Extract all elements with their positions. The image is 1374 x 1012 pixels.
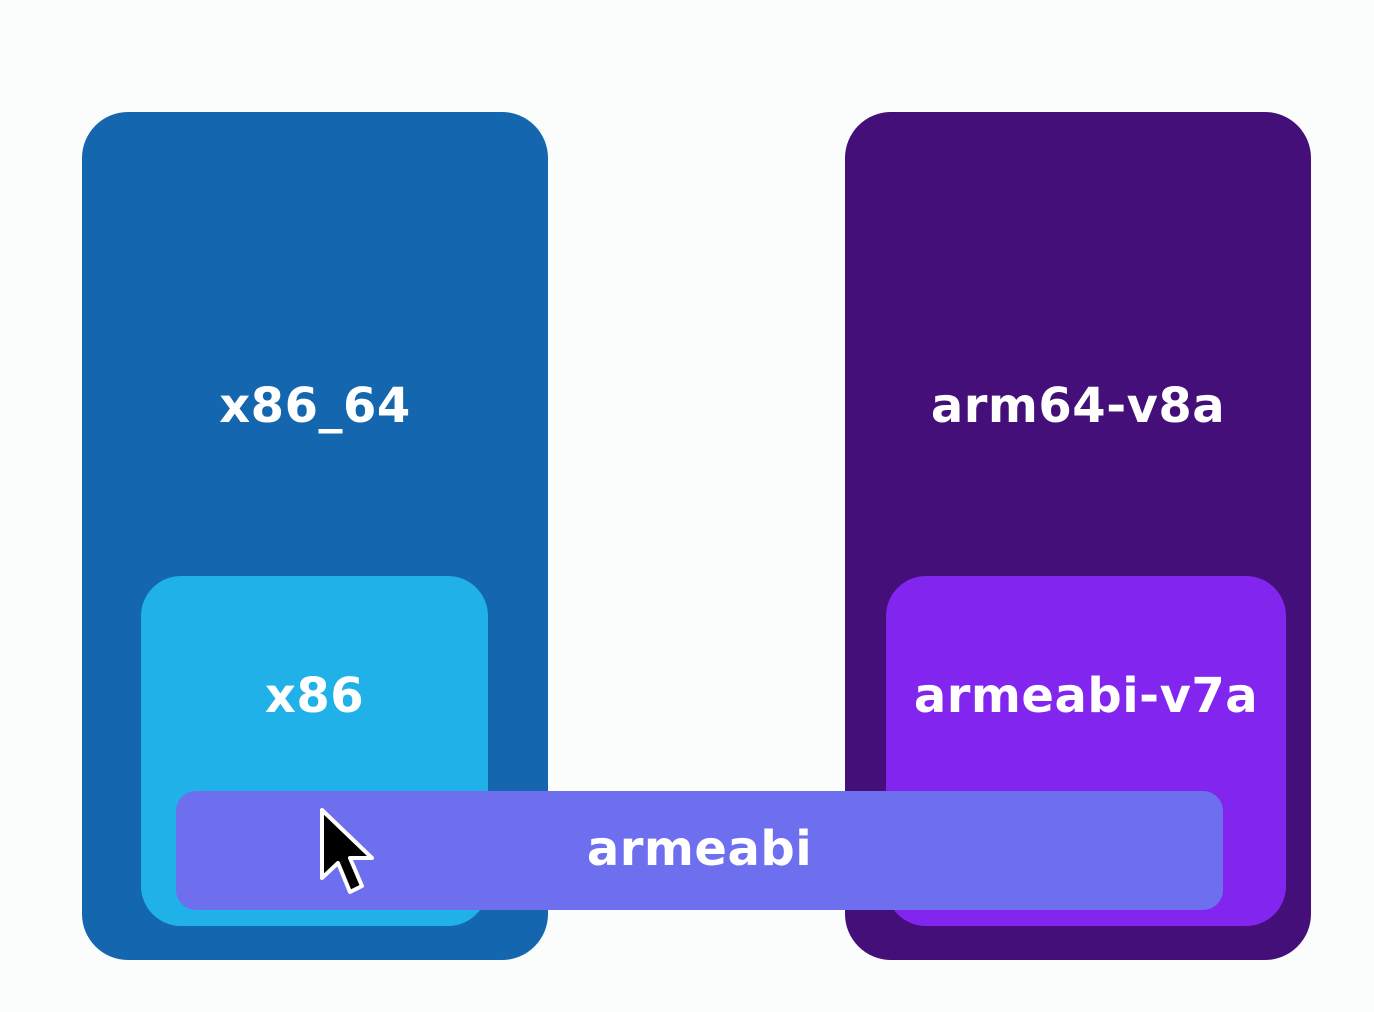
x86-label: x86: [264, 668, 365, 724]
x86-64-label: x86_64: [219, 378, 411, 434]
armeabi-v7a-label: armeabi-v7a: [913, 668, 1259, 724]
armeabi-label: armeabi: [586, 821, 813, 877]
arm64-v8a-label: arm64-v8a: [930, 378, 1226, 434]
mouse-pointer-icon: [320, 808, 374, 894]
